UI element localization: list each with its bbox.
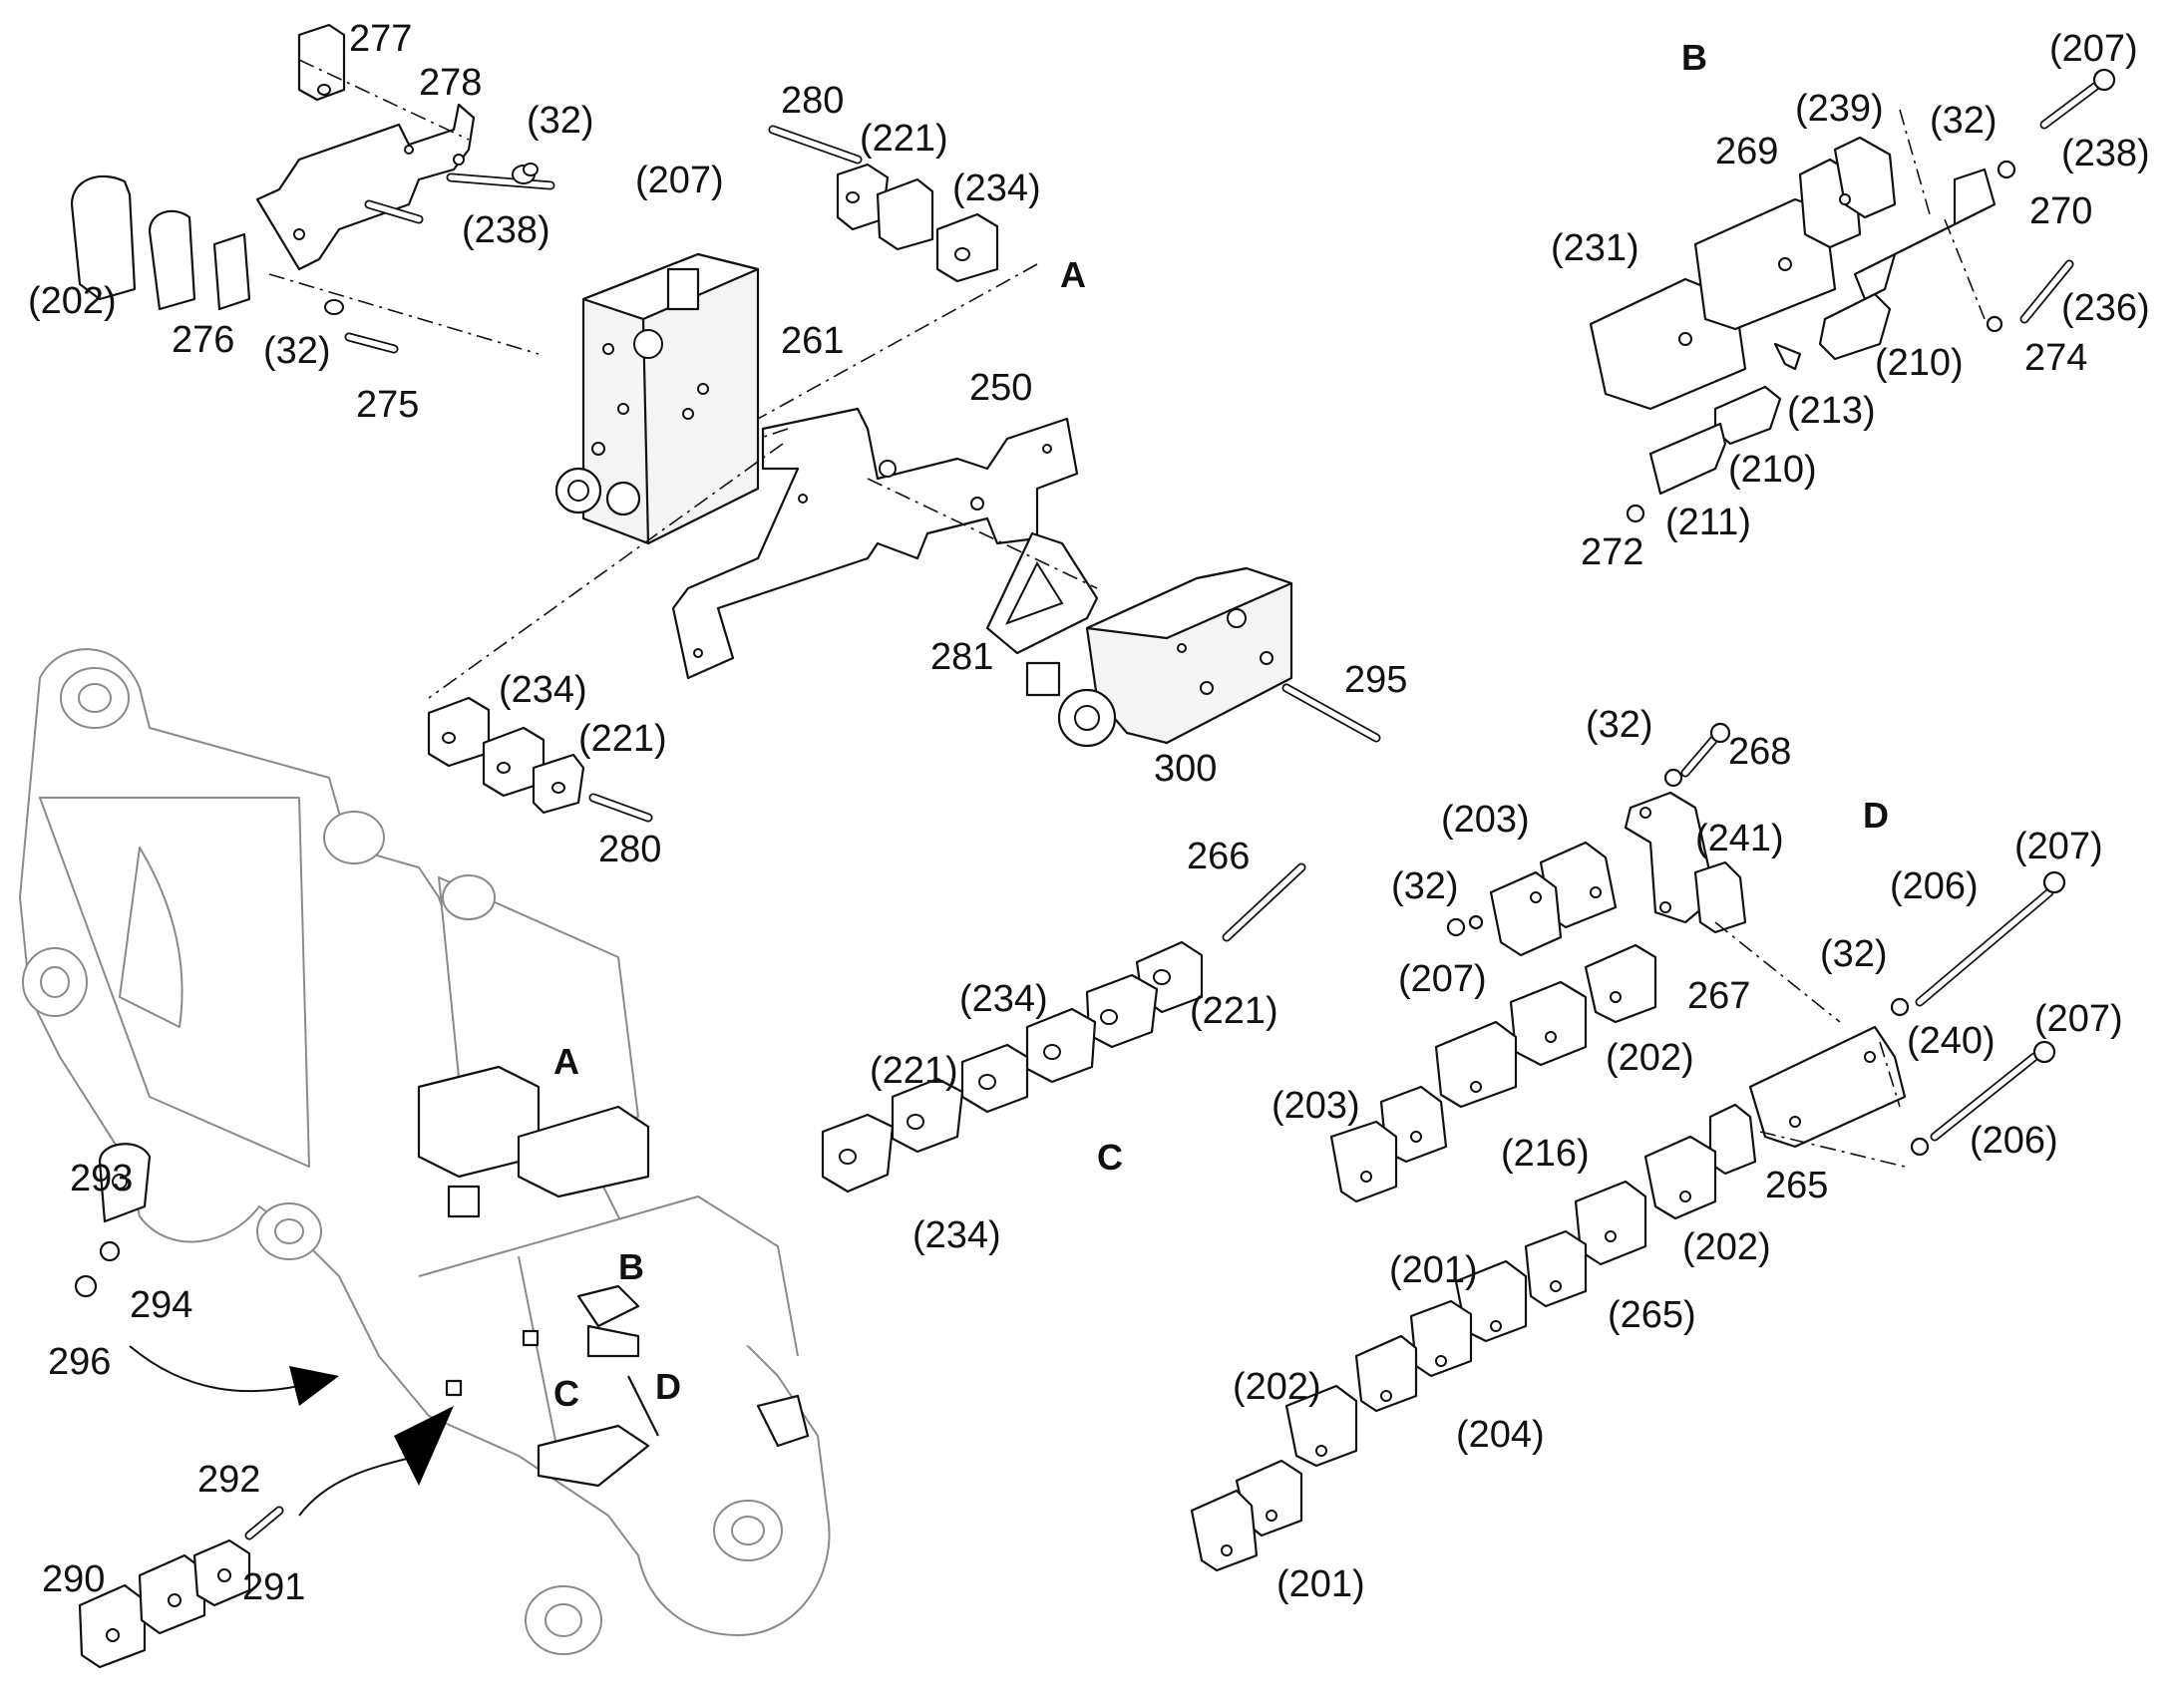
callout-206: (206) [1890,865,1979,907]
callout-211: (211) [1665,502,1751,543]
callout-221: (221) [860,118,948,160]
callout-207: (207) [2049,28,2138,70]
callout-32: (32) [263,330,331,372]
callout-240: (240) [1907,1020,1996,1062]
callout-202: (202) [28,280,117,322]
callout-213: (213) [1787,390,1876,432]
callout-207: (207) [635,160,724,201]
callout-201: (201) [1276,1563,1365,1605]
callout-32: (32) [1820,933,1888,975]
callout-274: 274 [2024,337,2088,379]
callout-290: 290 [42,1558,106,1600]
callout-203: (203) [1272,1085,1360,1127]
callout-221: (221) [578,718,667,760]
boom-ref-d: D [655,1366,681,1407]
callout-234: (234) [499,669,587,711]
detail-c-parts [821,862,1306,1194]
callout-202: (202) [1682,1226,1771,1268]
callout-268: 268 [1728,731,1792,773]
callout-238: (238) [462,209,550,251]
callout-207: (207) [2014,826,2103,867]
callout-231: (231) [1551,227,1639,269]
boom-ref-a: A [553,1041,579,1082]
callout-278: 278 [419,62,483,104]
view-ref-d: D [1863,795,1889,836]
callout-202: (202) [1233,1366,1321,1408]
callout-261: 261 [781,320,845,362]
view-ref-b: B [1681,37,1707,78]
callout-210: (210) [1728,449,1817,491]
callout-32: (32) [1391,865,1459,907]
callout-280: 280 [598,829,662,870]
callout-32: (32) [1586,704,1653,746]
callout-207: (207) [1398,958,1487,1000]
callout-201: (201) [1389,1249,1478,1291]
callout-202: (202) [1606,1037,1694,1079]
callout-234: (234) [959,978,1048,1020]
callout-32: (32) [527,100,594,142]
callout-293: 293 [70,1158,134,1199]
callout-265: 265 [1765,1165,1829,1206]
callout-295: 295 [1344,659,1408,701]
boom-valve-a [417,1065,650,1218]
view-ref-a: A [1060,254,1086,295]
callout-267: 267 [1687,975,1751,1017]
detail-b-parts [1589,68,2116,523]
callout-269: 269 [1715,131,1779,172]
callout-234: (234) [952,168,1041,209]
callout-221: (221) [870,1050,958,1092]
callout-291: 291 [242,1566,306,1608]
callout-280: 280 [781,80,845,122]
callout-292: 292 [197,1459,261,1501]
callout-203: (203) [1441,799,1530,841]
callout-210: (210) [1875,342,1964,384]
callout-296: 296 [48,1341,112,1383]
callout-275: 275 [356,384,420,426]
boom-bracket-bcd [445,1284,810,1488]
callout-216: (216) [1501,1133,1590,1175]
callout-239: (239) [1795,88,1884,130]
callout-281: 281 [930,636,994,678]
callout-265: (265) [1608,1294,1696,1336]
callout-32: (32) [1930,100,1998,142]
callout-234: (234) [912,1214,1001,1256]
callout-300: 300 [1154,748,1218,790]
callout-250: 250 [969,367,1033,409]
callout-238: (238) [2061,133,2150,174]
callout-arrows [129,1345,454,1517]
callout-272: 272 [1581,531,1644,573]
callout-276: 276 [172,319,235,361]
callout-241: (241) [1695,818,1784,859]
view-ref-c: C [1097,1137,1123,1178]
detail-a-parts [70,23,1381,823]
callout-270: 270 [2029,190,2093,232]
callout-206: (206) [1970,1120,2058,1162]
detail-d-parts [1190,722,2066,1572]
callout-207: (207) [2034,998,2123,1040]
boom-ref-c: C [553,1373,579,1414]
callout-277: 277 [349,18,413,60]
callout-266: 266 [1187,836,1251,877]
callout-236: (236) [2061,287,2150,329]
callout-204: (204) [1456,1414,1545,1456]
clamp-parts-290-296 [74,1143,284,1669]
boom-ref-b: B [618,1246,644,1287]
callout-221: (221) [1190,990,1278,1032]
callout-294: 294 [130,1284,193,1326]
